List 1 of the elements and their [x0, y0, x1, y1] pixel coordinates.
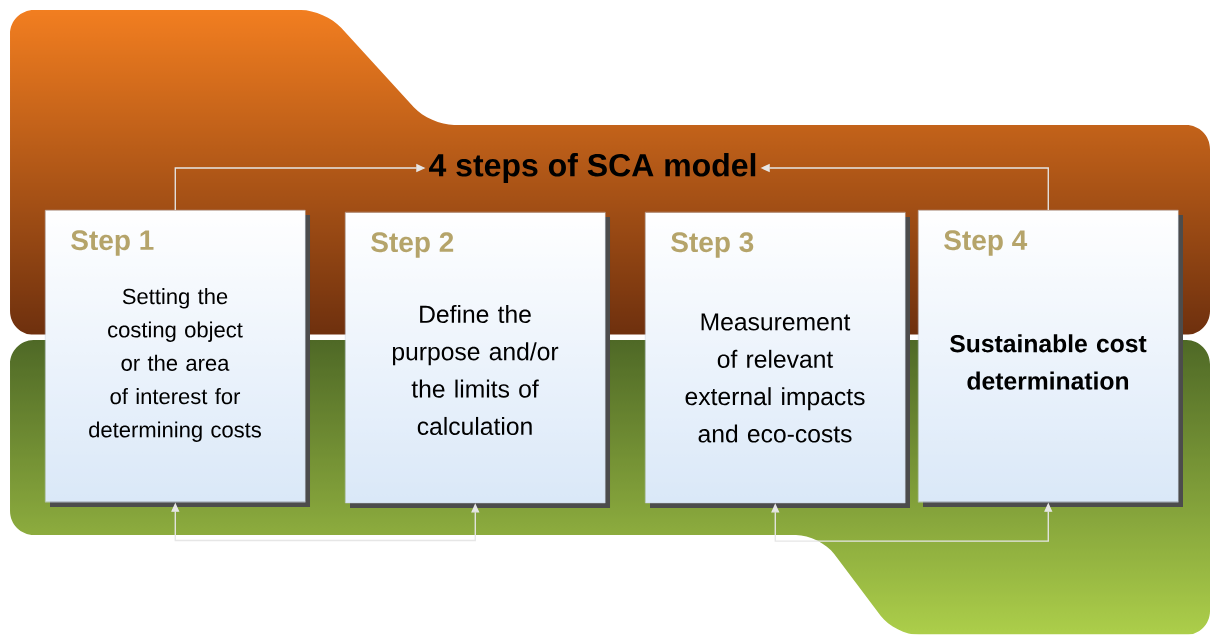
diagram-title: 4 steps of SCA model — [429, 153, 756, 183]
